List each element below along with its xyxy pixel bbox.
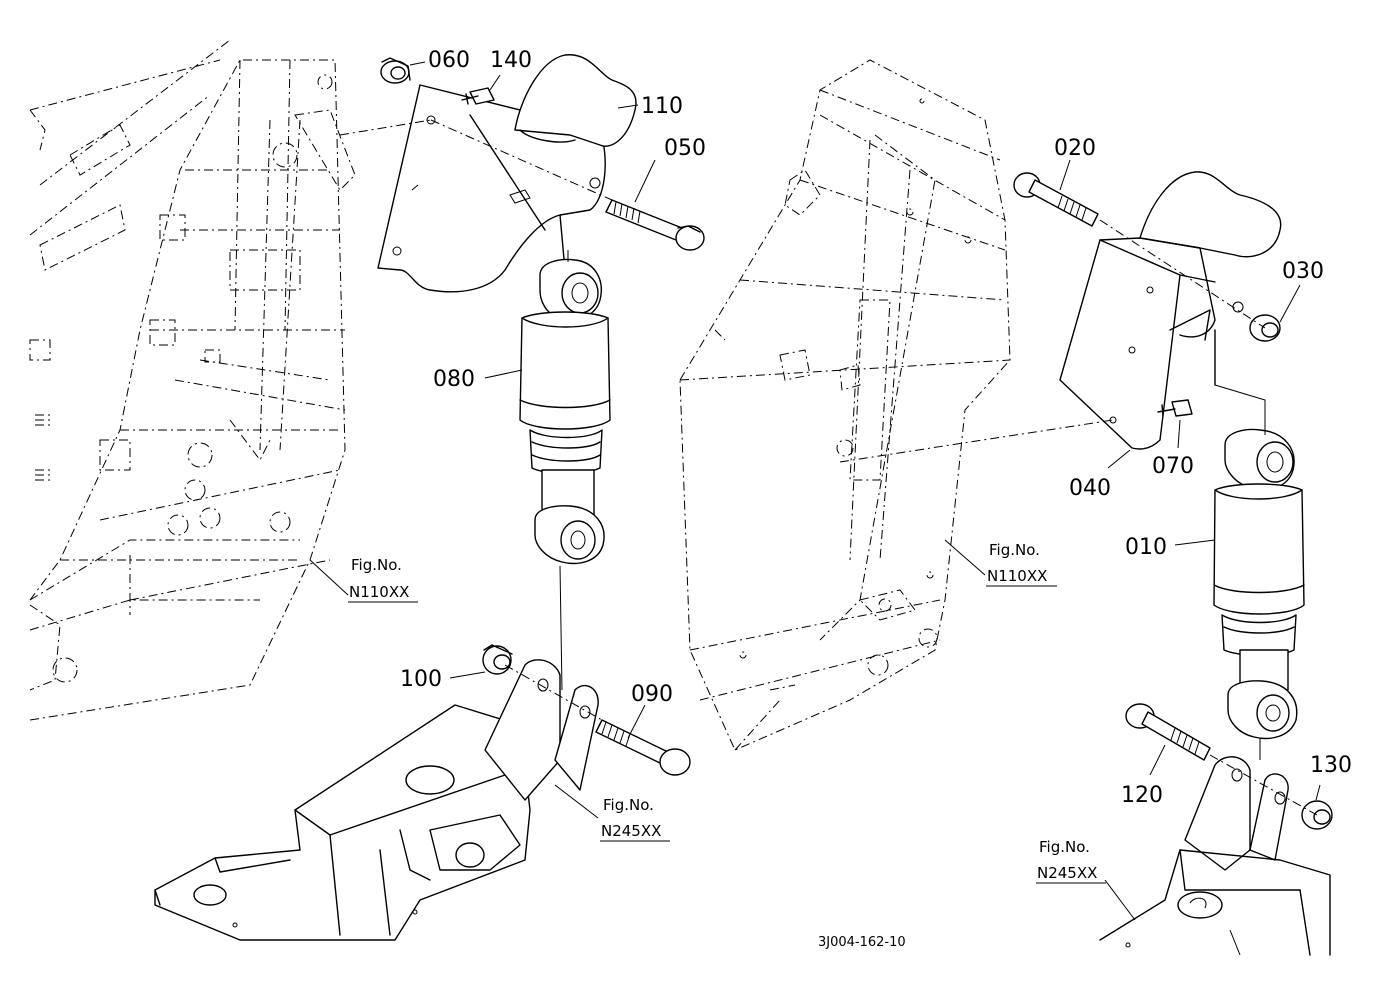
label-030: 030 (1282, 259, 1324, 284)
label-060: 060 (428, 48, 470, 73)
shock-absorber-010 (1213, 428, 1305, 740)
fig-ref-left-bracket-code: N245XX (601, 822, 661, 840)
label-100: 100 (400, 667, 442, 692)
label-110: 110 (641, 94, 683, 119)
bolt-120 (1125, 703, 1211, 761)
nut-060 (380, 57, 411, 84)
fig-ref-right-bracket-title: Fig.No. (1039, 838, 1090, 856)
bolt-070 (1157, 399, 1193, 417)
upper-bracket-110-left (377, 54, 637, 293)
label-010: 010 (1125, 535, 1167, 560)
fig-ref-left-frame-code: N110XX (349, 583, 409, 601)
label-130: 130 (1310, 753, 1352, 778)
label-020: 020 (1054, 136, 1096, 161)
part-labels: 060 140 110 050 080 100 090 020 030 040 … (400, 48, 1352, 808)
upper-bracket-040-right (1059, 171, 1282, 450)
fig-ref-right-bracket-code: N245XX (1037, 864, 1097, 882)
label-050: 050 (664, 136, 706, 161)
leader-lines (309, 61, 1321, 921)
label-080: 080 (433, 367, 475, 392)
figure-references: Fig.No. N110XX Fig.No. N245XX Fig.No. N1… (348, 541, 1106, 884)
label-040: 040 (1069, 476, 1111, 501)
nut-100 (482, 644, 513, 675)
left-cab-frame (29, 39, 356, 721)
right-cab-frame (679, 59, 1011, 751)
label-120: 120 (1121, 783, 1163, 808)
left-lower-bracket (154, 659, 599, 941)
fig-ref-left-frame-title: Fig.No. (351, 556, 402, 574)
drawing-code: 3J004-162-10 (818, 935, 906, 950)
shock-absorber-080 (519, 258, 611, 565)
fig-ref-left-bracket-title: Fig.No. (603, 796, 654, 814)
label-090: 090 (631, 682, 673, 707)
right-lower-bracket (1099, 756, 1331, 956)
bolt-140 (461, 87, 495, 105)
bolt-090 (595, 719, 691, 776)
fig-ref-right-frame-code: N110XX (987, 567, 1047, 585)
bolt-050 (605, 199, 705, 251)
bolt-020 (1013, 172, 1099, 227)
label-070: 070 (1152, 454, 1194, 479)
fig-ref-right-frame-title: Fig.No. (989, 541, 1040, 559)
label-140: 140 (490, 48, 532, 73)
